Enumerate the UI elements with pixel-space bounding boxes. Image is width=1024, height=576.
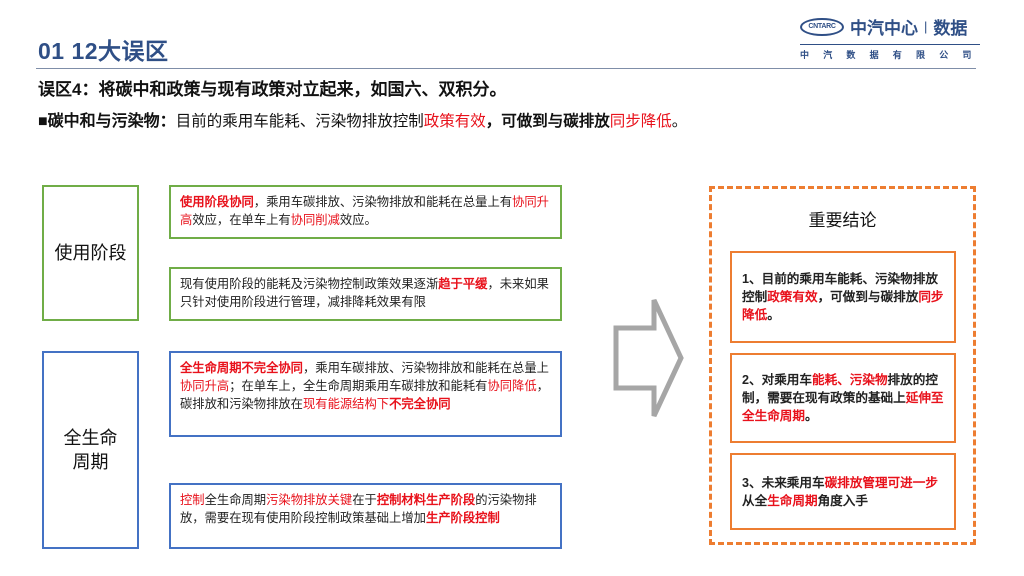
conclusion-item-2: 2、对乘用车能耗、污染物排放的控制，需要在现有政策的基础上延伸至全生命周期。 <box>730 353 956 443</box>
text: ；在单车上，全生命周期乘用车碳排放和能耗有 <box>229 379 488 393</box>
bullet-highlight: 同步降低 <box>609 113 672 130</box>
highlight: 趋于平缓 <box>438 277 488 291</box>
highlight: 不完全协同 <box>389 397 451 411</box>
text: ，未来如果只针对使用阶段进行管理，减排降耗效果有限 <box>180 277 549 309</box>
text: 2、对乘用车 <box>742 373 812 387</box>
right-arrow-outline-icon <box>613 298 684 418</box>
highlight: 全生命周期不完全协同 <box>180 361 303 375</box>
summary-bullet: ■碳中和与污染物：目前的乘用车能耗、污染物排放控制政策有效，可做到与碳排放同步降… <box>38 107 687 131</box>
conclusions-panel: 重要结论 1、目前的乘用车能耗、污染物排放控制政策有效，可做到与碳排放同步降低。… <box>709 186 976 545</box>
highlight: 控制 <box>180 493 205 507</box>
text: ，可做到与碳排放 <box>817 290 919 304</box>
text: ，乘用车碳排放、污染物排放和能耗在总量上 <box>302 361 549 375</box>
text: 1、目前的乘用车能耗、污染物排放控制 <box>742 272 938 304</box>
text: 3、未来乘用车 <box>742 475 825 490</box>
bullet-marker-icon: ■ <box>38 113 48 130</box>
lifecycle-label-box: 全生命 周期 <box>42 351 139 549</box>
highlight: 控制材料生产阶段 <box>376 493 476 507</box>
highlight: 协同削减 <box>290 213 340 227</box>
highlight: 同步降低 <box>742 290 944 322</box>
use-stage-box-1: 使用阶段协同，乘用车碳排放、污染物排放和能耗在总量上有协同升高效应，在单车上有协… <box>169 185 562 239</box>
lifecycle-label-line1: 全生命 <box>63 428 118 448</box>
highlight: 碳排放管理可进一步 <box>824 475 938 490</box>
logo-name-suffix: 数据 <box>933 19 968 38</box>
highlight: 污染物排放关键 <box>266 493 353 507</box>
bullet-lead: 碳中和与污染物： <box>47 113 176 130</box>
text: 排放的控制，需要在现有政策的基础上 <box>742 373 938 405</box>
bullet-text: ，可做到与碳排放 <box>485 113 610 130</box>
bullet-text: 。 <box>671 113 688 130</box>
highlight: 现有能源结构下 <box>302 397 390 411</box>
use-stage-box-2: 现有使用阶段的能耗及污染物控制政策效果逐渐趋于平缓，未来如果只针对使用阶段进行管… <box>169 267 562 321</box>
page-title: 01 12大误区 <box>38 38 169 64</box>
logo-separator: | <box>924 19 928 34</box>
text: 在于 <box>352 493 377 507</box>
cntarc-logo-icon: CNTARC <box>800 17 844 36</box>
conclusion-item-1: 1、目前的乘用车能耗、污染物排放控制政策有效，可做到与碳排放同步降低。 <box>730 251 956 343</box>
text: ，乘用车碳排放、污染物排放和能耗在总量上有 <box>253 195 513 209</box>
text: 现有使用阶段的能耗及污染物控制政策效果逐渐 <box>180 277 439 291</box>
conclusion-item-3: 3、未来乘用车碳排放管理可进一步从全生命周期角度入手 <box>730 453 956 530</box>
header-divider <box>36 68 976 69</box>
highlight: 延伸至全生命周期 <box>742 391 944 423</box>
conclusions-title: 重要结论 <box>808 211 877 230</box>
bullet-text: 目前的乘用车能耗、污染物排放控制 <box>175 113 424 130</box>
lifecycle-box-1: 全生命周期不完全协同，乘用车碳排放、污染物排放和能耗在总量上协同升高；在单车上，… <box>169 351 562 437</box>
text: ，碳排放和污染物排放在 <box>180 379 549 411</box>
misconception-heading: 误区4：将碳中和政策与现有政策对立起来，如国六、双积分。 <box>38 80 507 99</box>
highlight: 使用阶段协同 <box>180 195 254 209</box>
text: 。 <box>767 308 780 322</box>
highlight: 协同降低 <box>487 379 537 393</box>
text: 从全 <box>742 493 768 508</box>
highlight: 协同升高 <box>180 195 549 227</box>
highlight: 政策有效 <box>767 290 818 304</box>
logo-name: 中汽中心 <box>850 19 918 38</box>
text: 角度入手 <box>817 493 868 508</box>
company-logo: CNTARC 中汽中心 | 数据 中汽数据有限公司 <box>800 14 980 61</box>
highlight: 生产阶段控制 <box>425 511 500 525</box>
lifecycle-box-2: 控制全生命周期污染物排放关键在于控制材料生产阶段的污染物排放，需要在现有使用阶段… <box>169 483 562 549</box>
logo-subtitle: 中汽数据有限公司 <box>800 44 980 61</box>
bullet-highlight: 政策有效 <box>423 113 486 130</box>
highlight: 协同升高 <box>180 379 230 393</box>
highlight: 能耗、污染物 <box>811 373 888 387</box>
lifecycle-label-line2: 周期 <box>72 452 109 472</box>
text: 效应。 <box>339 213 377 227</box>
text: 效应，在单车上有 <box>192 213 291 227</box>
text: 的污染物排放，需要在现有使用阶段控制政策基础上增加 <box>180 493 537 525</box>
text: 全生命周期 <box>204 493 267 507</box>
text: 。 <box>804 409 818 423</box>
highlight: 生命周期 <box>767 493 818 508</box>
use-stage-label-box: 使用阶段 <box>42 185 139 321</box>
use-stage-label: 使用阶段 <box>54 243 127 263</box>
